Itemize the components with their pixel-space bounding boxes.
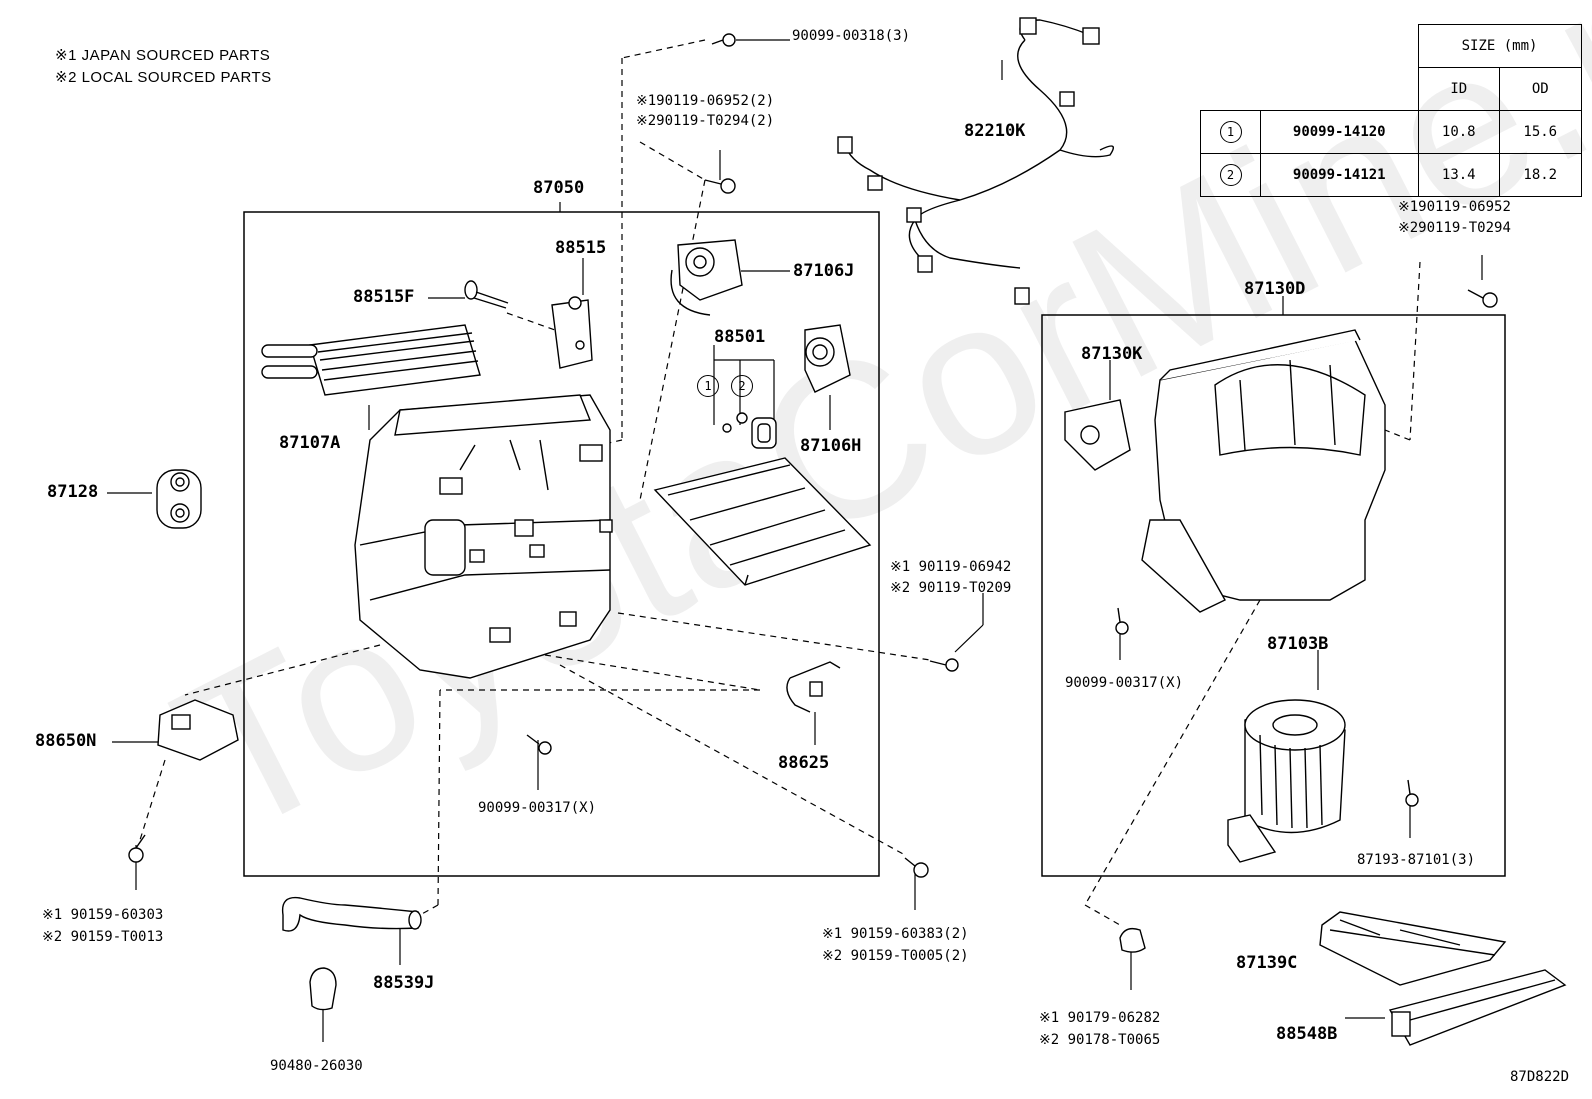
label-290119-T0294-2[interactable]: ※290119-T0294(2): [636, 113, 775, 129]
size-table-row: 1 90099-14120 10.8 15.6: [1200, 110, 1582, 154]
size-row-id: 13.4: [1417, 153, 1500, 197]
grommet-87128: [156, 469, 202, 529]
label-87139C[interactable]: 87139C: [1236, 953, 1298, 973]
diagram-code: 87D822D: [1510, 1069, 1570, 1085]
label-87107A[interactable]: 87107A: [279, 433, 341, 453]
servo-87130K: [1064, 399, 1131, 471]
o-rings-88501: [722, 412, 777, 449]
blower-unit-box: [1041, 314, 1506, 877]
servo-87106H: [804, 324, 851, 393]
label-90179-06282[interactable]: ※1 90179-06282: [1039, 1010, 1161, 1026]
label-88625[interactable]: 88625: [778, 753, 830, 773]
screw-90159-60303: [128, 834, 146, 863]
size-table-col-id: ID: [1417, 67, 1500, 111]
thermistor-88625: [786, 661, 841, 713]
label-88539J[interactable]: 88539J: [373, 973, 435, 993]
screw-90099-00317-right: [1115, 607, 1129, 635]
label-90099-00317-right[interactable]: 90099-00317(X): [1065, 675, 1184, 691]
label-88515[interactable]: 88515: [555, 238, 607, 258]
screw-87193-87101: [1405, 779, 1419, 807]
label-88650N[interactable]: 88650N: [35, 731, 97, 751]
expansion-valve-88515: [551, 296, 593, 369]
size-table-row: 2 90099-14121 13.4 18.2: [1200, 153, 1582, 197]
label-90178-T0065[interactable]: ※2 90178-T0065: [1039, 1032, 1161, 1048]
label-87193-87101[interactable]: 87193-87101(3): [1357, 852, 1476, 868]
size-row-mark: 2: [1219, 164, 1242, 186]
label-90099-00317-left[interactable]: 90099-00317(X): [478, 800, 597, 816]
fasteners: [128, 33, 1498, 953]
label-90159-T0013[interactable]: ※2 90159-T0013: [42, 929, 164, 945]
screw-90119-06952-right: [1467, 289, 1498, 308]
o-ring-marker-1: 1: [697, 375, 719, 397]
label-87050[interactable]: 87050: [533, 178, 585, 198]
label-87130D[interactable]: 87130D: [1244, 279, 1306, 299]
part-drawings: [128, 17, 1567, 1046]
note-japan-sourced: ※1 JAPAN SOURCED PARTS: [55, 47, 271, 64]
label-87103B[interactable]: 87103B: [1267, 634, 1329, 654]
size-table-col-od: OD: [1499, 67, 1582, 111]
label-88515F[interactable]: 88515F: [353, 287, 415, 307]
evaporator: [653, 457, 872, 586]
size-row-part: 90099-14121: [1260, 153, 1419, 197]
clip-90179-06282: [1119, 927, 1146, 953]
screw-90119-06952-left: [704, 178, 736, 194]
servo-87106J: [670, 239, 743, 316]
size-row-mark: 1: [1219, 121, 1242, 143]
label-90159-60383[interactable]: ※1 90159-60383(2): [822, 926, 969, 942]
label-82210K[interactable]: 82210K: [964, 121, 1026, 141]
note-local-sourced: ※2 LOCAL SOURCED PARTS: [55, 69, 272, 86]
label-90480-26030[interactable]: 90480-26030: [270, 1058, 363, 1074]
size-row-id: 10.8: [1417, 110, 1500, 154]
filter-88548B: [1388, 969, 1567, 1046]
label-88501[interactable]: 88501: [714, 327, 766, 347]
size-table-header: SIZE (mm): [1417, 24, 1582, 68]
bolt-88515F: [464, 280, 509, 309]
heater-core-87107A: [261, 324, 481, 396]
label-90119-06942[interactable]: ※1 90119-06942: [890, 559, 1012, 575]
filter-87139C: [1319, 911, 1507, 986]
label-87128[interactable]: 87128: [47, 482, 99, 502]
heater-unit-box: [243, 211, 880, 877]
grommet-90480: [309, 967, 337, 1011]
screw-90099-00317-left: [526, 734, 552, 755]
blower-housing: [1141, 329, 1386, 613]
label-90159-T0005[interactable]: ※2 90159-T0005(2): [822, 948, 969, 964]
size-table: SIZE (mm) ID OD 1 90099-14120 10.8 15.6 …: [1200, 24, 1582, 197]
size-row-od: 15.6: [1499, 110, 1582, 154]
screw-90159-60383: [904, 857, 929, 878]
hose-88539J: [281, 896, 422, 932]
label-87130K[interactable]: 87130K: [1081, 344, 1143, 364]
label-90119-T0209[interactable]: ※2 90119-T0209: [890, 580, 1012, 596]
label-87106J[interactable]: 87106J: [793, 261, 855, 281]
label-90099-00318[interactable]: 90099-00318(3): [792, 28, 911, 44]
size-row-part: 90099-14120: [1260, 110, 1419, 154]
label-190119-06952-2[interactable]: ※190119-06952(2): [636, 93, 775, 109]
size-row-od: 18.2: [1499, 153, 1582, 197]
blower-motor-87103B: [1227, 699, 1346, 863]
label-190119-06952-right[interactable]: ※190119-06952: [1398, 199, 1511, 215]
sensor-88650N: [157, 699, 239, 761]
heater-housing: [354, 394, 613, 679]
harness-connectors: [837, 17, 1100, 305]
screw-90119-06942: [929, 658, 959, 672]
label-88548B[interactable]: 88548B: [1276, 1024, 1338, 1044]
wire-harness-82210K: [844, 19, 1114, 269]
label-290119-T0294-right[interactable]: ※290119-T0294: [1398, 220, 1511, 236]
dashed-lines: [139, 39, 1421, 926]
screw-90099-00318: [711, 33, 736, 47]
label-87106H[interactable]: 87106H: [800, 436, 862, 456]
o-ring-marker-2: 2: [731, 375, 753, 397]
label-90159-60303[interactable]: ※1 90159-60303: [42, 907, 164, 923]
